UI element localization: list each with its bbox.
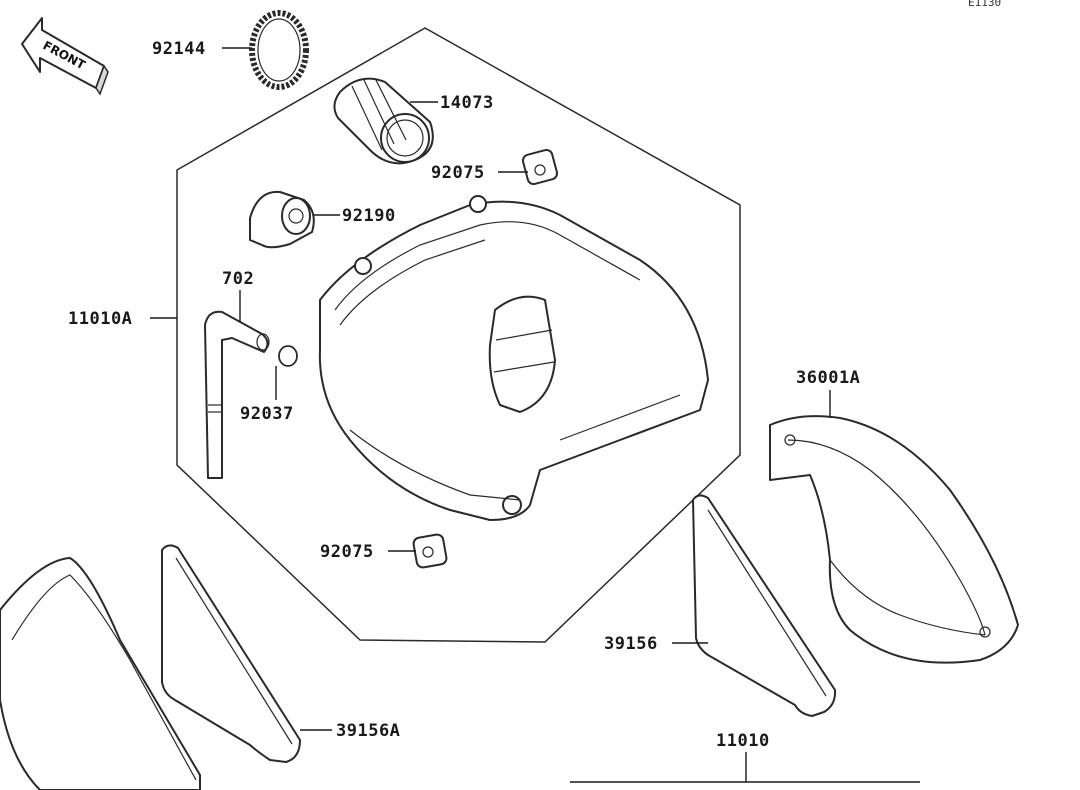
filter-element-left-part: [161, 544, 301, 763]
callout-11010: 11010: [716, 731, 770, 751]
assembly-outline: [176, 27, 741, 643]
hose-part: [204, 310, 270, 479]
clamp-spring-part: [249, 10, 309, 90]
callout-39156A: 39156A: [336, 721, 400, 741]
callout-92144: 92144: [152, 39, 206, 59]
reference-code: E1130: [968, 0, 1001, 9]
callout-36001A: 36001A: [796, 368, 860, 388]
cover-part: [769, 415, 1019, 664]
callout-92037: 92037: [240, 404, 294, 424]
filter-element-part: [692, 494, 837, 717]
cover-left-part: [0, 557, 201, 790]
elbow-part: [249, 190, 315, 249]
callout-39156: 39156: [604, 634, 658, 654]
callout-702: 702: [222, 269, 254, 289]
callout-11010A: 11010A: [68, 309, 132, 329]
clip-part: [278, 345, 298, 367]
front-arrow-icon: FRONT: [21, 17, 109, 96]
air-cleaner-case-part: [318, 195, 709, 521]
callout-14073: 14073: [440, 93, 494, 113]
duct-part: [333, 77, 434, 165]
grommet-bottom-part: [412, 533, 448, 569]
callout-92190: 92190: [342, 206, 396, 226]
callout-92075-bottom: 92075: [320, 542, 374, 562]
grommet-top-part: [521, 148, 559, 186]
callout-92075-top: 92075: [431, 163, 485, 183]
